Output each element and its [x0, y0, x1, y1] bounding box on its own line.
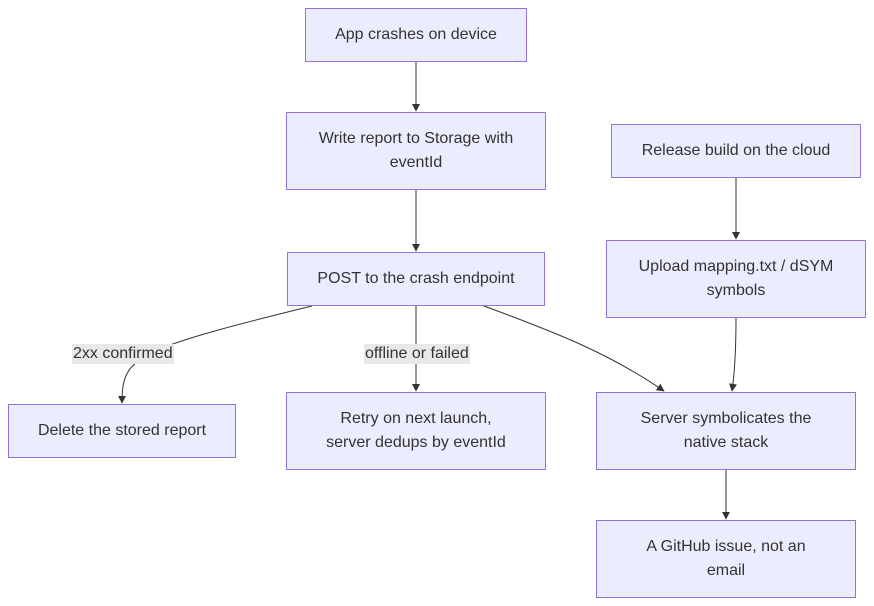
node-symbolicate: Server symbolicates the native stack	[596, 392, 856, 470]
node-github-issue: A GitHub issue, not an email	[596, 520, 856, 598]
node-upload-symbols-label: Upload mapping.txt / dSYM symbols	[638, 258, 834, 299]
node-app-crashes: App crashes on device	[305, 8, 527, 62]
node-delete-report: Delete the stored report	[8, 404, 236, 458]
edge-label-offline-or-failed: offline or failed	[364, 344, 470, 364]
node-post-endpoint: POST to the crash endpoint	[287, 252, 545, 306]
node-write-report-label: Write report to Storage with eventId	[318, 130, 514, 171]
node-retry-label-line2: server dedups by eventId	[326, 434, 506, 451]
node-symbolicate-label: Server symbolicates the native stack	[640, 410, 812, 451]
node-release-build-label: Release build on the cloud	[641, 142, 831, 159]
node-github-issue-label: A GitHub issue, not an email	[646, 538, 806, 579]
edge-upload-to-symbolicate	[729, 317, 737, 392]
node-release-build: Release build on the cloud	[611, 124, 861, 178]
edge-label-2xx-confirmed: 2xx confirmed	[72, 344, 174, 364]
node-app-crashes-label: App crashes on device	[335, 26, 497, 43]
node-retry: Retry on next launch, server dedups by e…	[286, 392, 546, 470]
node-delete-report-label: Delete the stored report	[37, 422, 207, 439]
node-post-endpoint-label: POST to the crash endpoint	[317, 270, 515, 287]
node-upload-symbols: Upload mapping.txt / dSYM symbols	[606, 240, 866, 318]
node-write-report: Write report to Storage with eventId	[286, 112, 546, 190]
edge-post-to-symbolicate	[483, 305, 665, 392]
node-retry-label-line1: Retry on next launch,	[340, 410, 492, 427]
